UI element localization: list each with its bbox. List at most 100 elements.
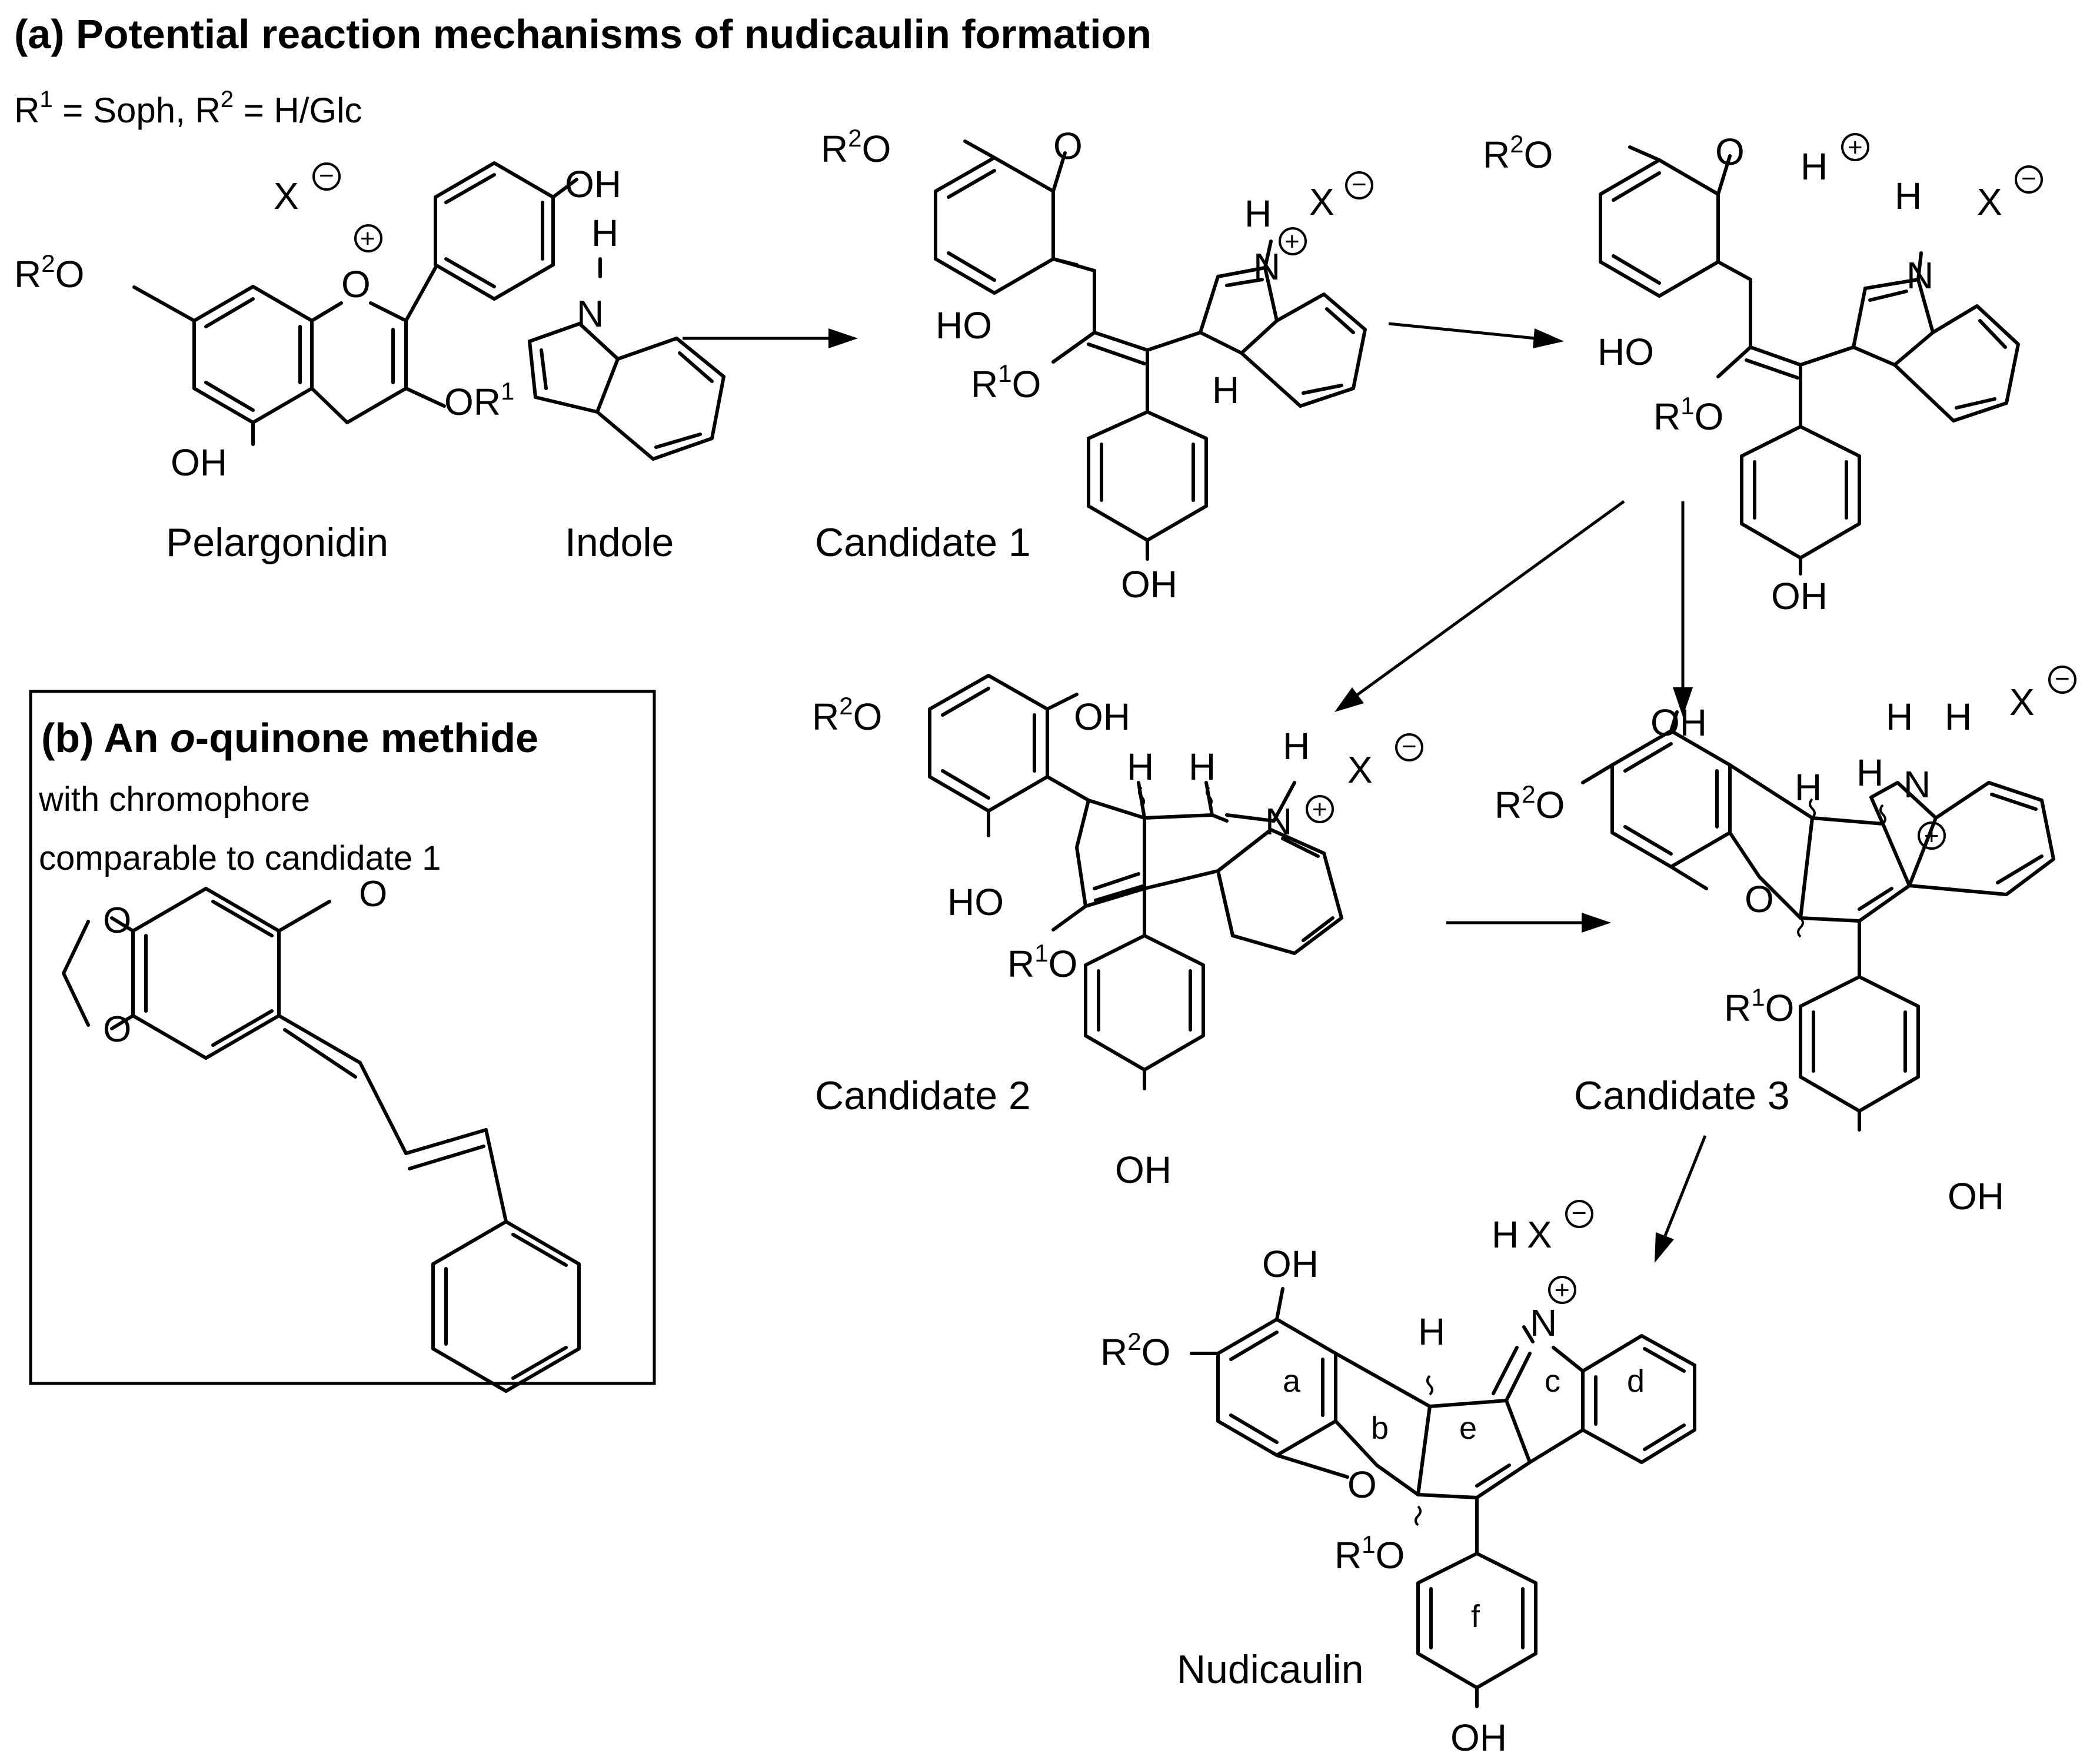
c3-nh-h-2: H — [1945, 696, 1972, 738]
label-nudicaulin: Nudicaulin — [1177, 1647, 1364, 1692]
int-r1o: R1O — [1653, 392, 1723, 438]
pel-oh-top: OH — [565, 163, 621, 205]
nud-plus: + — [1555, 1276, 1570, 1305]
int-carbonyl-o: O — [1715, 131, 1745, 173]
nud-oh-top: OH — [1262, 1243, 1319, 1285]
c2-cation — [1306, 795, 1334, 823]
atom-o-carbonyl-b: O — [359, 874, 387, 914]
c3-plus: + — [1924, 821, 1939, 850]
c2-r2o: R2O — [812, 692, 882, 738]
c3-h-1: H — [1795, 766, 1822, 809]
panel-b-desc-line2: comparable to candidate 1 — [39, 839, 441, 877]
c3-h-2: H — [1856, 751, 1883, 794]
c3-wavy-3 — [1797, 917, 1804, 938]
panel-b-desc-line1: with chromophore — [38, 780, 310, 819]
nud-cation — [1548, 1276, 1576, 1304]
label-pelargonidin: Pelargonidin — [166, 520, 388, 565]
c1-anion — [1345, 171, 1373, 199]
c3-minus: − — [2055, 664, 2070, 693]
label-candidate1: Candidate 1 — [815, 520, 1031, 565]
ring-label-c: c — [1545, 1363, 1560, 1399]
c3-anion — [2048, 666, 2076, 694]
panel-b-box — [29, 690, 656, 1385]
int-nh-h: H — [1895, 175, 1922, 217]
c3-wavy-2 — [1879, 804, 1886, 825]
int-ho: HO — [1598, 331, 1654, 373]
c2-oh-top: OH — [1074, 696, 1130, 738]
ring-label-a: a — [1283, 1363, 1301, 1399]
c3-wavy-1 — [1809, 798, 1816, 819]
svg-text:R1 = Soph, R2 = H/Glc: R1 = Soph, R2 = H/Glc — [14, 87, 362, 130]
nudicaulin-structure — [1190, 1287, 1696, 1708]
label-candidate2: Candidate 2 — [815, 1073, 1031, 1118]
c1-minus: − — [1352, 170, 1367, 199]
c2-anion — [1395, 733, 1423, 761]
pel-or1: OR1 — [444, 377, 514, 423]
indole-n: N — [577, 292, 604, 335]
panel-a-title: (a) Potential reaction mechanisms of nud… — [14, 11, 1151, 57]
int-anion — [2015, 165, 2043, 194]
c1-carbonyl-o: O — [1053, 125, 1083, 167]
c2-x: X — [1347, 749, 1373, 791]
ring-label-e: e — [1459, 1411, 1477, 1446]
c1-ring-h: H — [1212, 369, 1239, 411]
reaction-arrows — [683, 322, 1707, 1263]
int-proton-charge — [1841, 133, 1869, 161]
pel-minus: − — [319, 161, 334, 190]
int-x: X — [1977, 181, 2002, 223]
c3-oh-top: OH — [1650, 701, 1707, 744]
c1-plus: + — [1284, 227, 1300, 256]
c3-r2o: R2O — [1495, 780, 1565, 826]
candidate2-structure — [928, 674, 1343, 1090]
c2-r1o: R1O — [1007, 939, 1077, 985]
c3-ring-o: O — [1745, 878, 1774, 920]
int-r2o: R2O — [1483, 130, 1553, 176]
indole-h: H — [591, 212, 618, 254]
int-plus: + — [1848, 133, 1863, 162]
nud-x: X — [1527, 1213, 1552, 1256]
nud-nh-h: H — [1492, 1213, 1519, 1256]
c1-oh: OH — [1121, 563, 1177, 606]
atom-o-dioxole-top: O — [103, 900, 131, 941]
c2-h-2: H — [1189, 746, 1216, 788]
pel-plus: + — [360, 224, 375, 253]
c3-oh-bottom: OH — [1948, 1175, 2004, 1218]
c2-ho: HO — [947, 881, 1004, 923]
nud-minus: − — [1572, 1199, 1587, 1228]
ring-label-b: b — [1371, 1411, 1389, 1446]
c3-x: X — [2009, 681, 2035, 723]
nud-oh-bottom: OH — [1450, 1717, 1507, 1759]
c1-x: X — [1309, 181, 1334, 223]
c1-n: N — [1253, 245, 1280, 288]
c2-oh-bottom: OH — [1115, 1149, 1172, 1191]
atom-o-dioxole-bottom: O — [103, 1009, 131, 1050]
nud-wavy-2 — [1415, 1505, 1422, 1526]
c2-wavy-2 — [1206, 786, 1213, 807]
label-indole: Indole — [565, 520, 674, 565]
substituent-note: R1 = Soph, R2 = H/Glc — [14, 87, 362, 130]
c1-cation — [1279, 227, 1307, 255]
pel-x: X — [274, 175, 299, 217]
pel-anion-charge — [312, 162, 341, 191]
nud-ring-o: O — [1347, 1463, 1377, 1506]
c3-n: N — [1903, 763, 1931, 806]
int-oh: OH — [1771, 575, 1828, 617]
c3-nh-h-1: H — [1886, 696, 1913, 738]
ring-label-f: f — [1471, 1599, 1480, 1634]
intermediate-structure — [1599, 145, 2020, 576]
nud-wavy-1 — [1426, 1375, 1433, 1396]
c1-r2o: R2O — [821, 124, 891, 170]
o-quinone-methide-structure — [62, 887, 581, 1393]
c1-r1o: R1O — [971, 360, 1041, 405]
candidate1-structure — [934, 139, 1367, 561]
pel-cation-charge — [354, 224, 382, 252]
int-n: N — [1906, 254, 1933, 297]
c2-n: N — [1265, 800, 1292, 843]
nud-n: N — [1530, 1302, 1557, 1344]
nud-h: H — [1418, 1310, 1445, 1353]
c2-nh-h: H — [1283, 725, 1310, 767]
pelargonidin-structure — [132, 161, 578, 446]
panel-b-title: (b) An o-quinone methide — [41, 715, 538, 761]
